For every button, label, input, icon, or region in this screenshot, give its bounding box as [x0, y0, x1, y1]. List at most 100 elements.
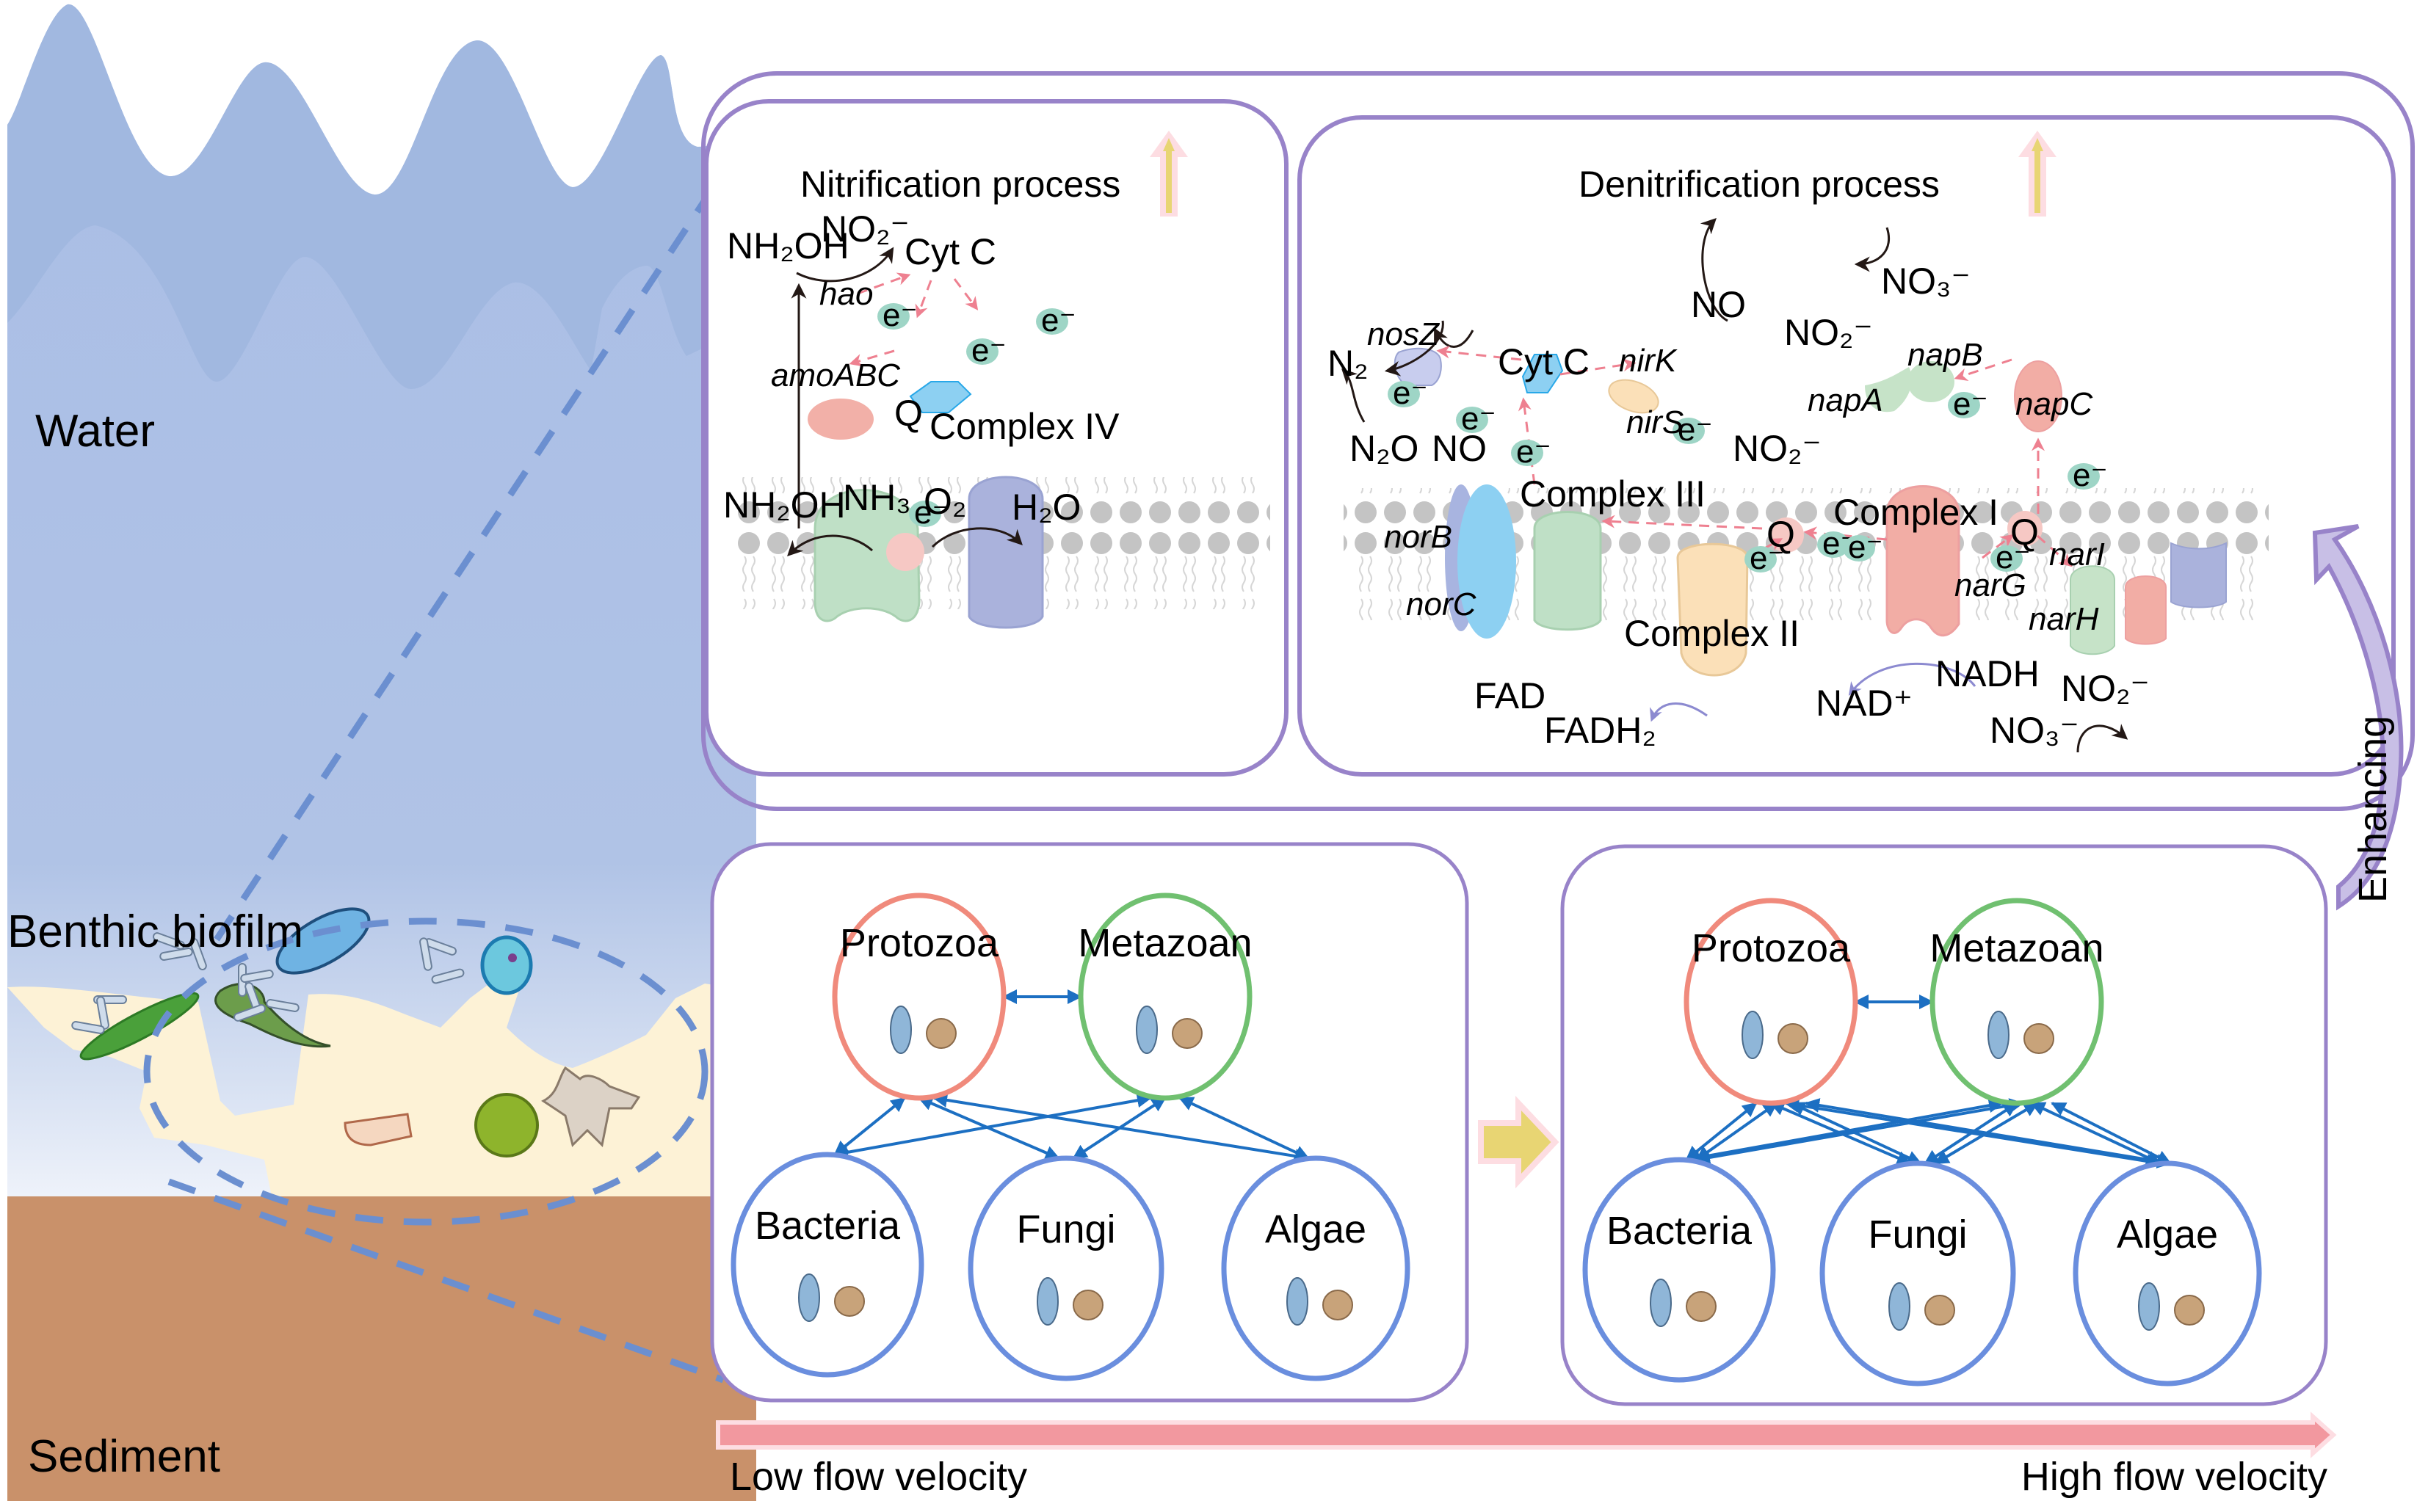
trend-up-arrow-icon [1150, 131, 1188, 217]
electron-badge: e⁻ [1036, 302, 1076, 338]
electron-badge: e⁻ [1456, 401, 1496, 437]
red-reaction-arrow [1982, 534, 2014, 559]
transition-right-arrow-icon [1478, 1095, 1559, 1189]
node-ring [731, 1152, 924, 1378]
electron-badge: e⁻ [877, 297, 918, 333]
electron-label: e⁻ [1750, 540, 1785, 576]
electron-badge: e⁻ [1843, 529, 1883, 565]
rod-bacteria-icon [71, 1021, 105, 1034]
label-q-left: Q [1766, 514, 1795, 555]
zone-label-sediment: Sediment [28, 1431, 220, 1482]
label-complex-i: Complex I [1833, 492, 1998, 533]
cytc-hexagon [1521, 354, 1564, 393]
electron-badge: e⁻ [1990, 539, 2031, 575]
red-reaction-arrow [849, 349, 895, 367]
label-nad: NAD⁺ [1816, 683, 1913, 724]
node-label: Fungi [1868, 1213, 1967, 1257]
node-algae: Algae [1221, 1155, 1410, 1381]
black-reaction-arrow [787, 534, 873, 556]
amoabc-protein [813, 489, 921, 622]
electron-label: e⁻ [1516, 434, 1551, 470]
node-label: Bacteria [755, 1204, 901, 1248]
electron-label: e⁻ [1848, 529, 1883, 565]
node-label: Algae [2117, 1213, 2218, 1257]
node-label: Algae [1265, 1207, 1366, 1251]
flow-velocity-bar [716, 1411, 2337, 1458]
node-ring [1221, 1155, 1410, 1381]
electron-label: e⁻ [1678, 412, 1713, 448]
gene-norb: norB [1384, 519, 1452, 555]
nitrification-title: Nitrification process [800, 164, 1120, 205]
rod-bacteria-icon [159, 948, 193, 961]
label-no-left: NO [1432, 428, 1487, 469]
label-nh3: NH₃ [843, 477, 911, 518]
organism-icon [926, 1018, 957, 1049]
electron-badge: e⁻ [1817, 526, 1858, 561]
lav-reaction-arrow [1848, 662, 1976, 696]
red-reaction-arrow [953, 278, 979, 310]
organism-icon [890, 1006, 912, 1054]
zoom-line-bottom [167, 1178, 725, 1384]
organism-icon [1073, 1290, 1104, 1320]
node-label: Metazoan [1078, 921, 1252, 965]
organism-icon [1742, 1011, 1764, 1059]
node-fungi: Fungi [968, 1155, 1164, 1381]
rotifer-icon [214, 983, 331, 1048]
rod-bacteria-icon [266, 999, 300, 1012]
red-reaction-arrow [1559, 358, 1637, 376]
label-no2-top: NO₂⁻ [1784, 312, 1873, 353]
gene-nosz: nosZ [1367, 316, 1441, 352]
organism-icon [1136, 1006, 1158, 1054]
paramecium-icon [275, 907, 371, 975]
label-complex-ii: Complex II [1624, 613, 1800, 654]
label-cytc: Cyt C [1498, 341, 1590, 382]
q-molecule [886, 533, 924, 571]
norc-protein [1457, 484, 1516, 639]
red-reaction-arrow [1436, 345, 1522, 361]
rod-bacteria-icon [431, 968, 465, 984]
node-protozoa: Protozoa [832, 893, 1007, 1101]
zone-label-biofilm: Benthic biofilm [7, 906, 303, 957]
label-no3-top: NO₃⁻ [1881, 261, 1971, 302]
label-n2: N₂ [1327, 343, 1369, 384]
napb-protein [1907, 361, 1954, 402]
gene-nari: narI [2049, 537, 2105, 573]
gene-amoabc: amoABC [771, 357, 901, 393]
organism-icon [1650, 1279, 1672, 1327]
nucleus-icon [508, 953, 517, 962]
electron-label: e⁻ [1041, 302, 1076, 338]
zoom-line-top [214, 170, 726, 942]
gene-nirk: nirK [1619, 343, 1678, 379]
label-fad: FAD [1474, 675, 1545, 716]
red-reaction-arrow [1601, 515, 1763, 530]
node-bacteria: Bacteria [1582, 1157, 1776, 1383]
electron-label: e⁻ [914, 495, 949, 531]
node-label: Bacteria [1606, 1209, 1753, 1253]
electron-badge: e⁻ [1673, 412, 1713, 448]
electron-badge: e⁻ [1948, 386, 1988, 422]
rod-bacteria-icon [96, 996, 109, 1030]
label-n2o: N₂O [1349, 428, 1418, 469]
hao-protein [808, 399, 874, 440]
node-label: Metazoan [1929, 926, 2103, 970]
red-reaction-arrow [2037, 534, 2073, 567]
rod-bacteria-icon [240, 970, 274, 983]
enzyme-processes-frame [701, 71, 2415, 811]
black-reaction-arrow [1341, 368, 1366, 423]
interaction-link [1178, 1097, 1310, 1160]
electron-label: e⁻ [883, 297, 918, 333]
electron-badge: e⁻ [1388, 375, 1428, 411]
interaction-link [2051, 1102, 2172, 1165]
label-q: Q [894, 393, 923, 434]
flow-label-high: High flow velocity [2021, 1455, 2327, 1499]
amoeba-icon [541, 1066, 641, 1148]
label-no2-mid: NO₂⁻ [1733, 428, 1822, 469]
enhancing-label: Enhancing [2351, 716, 2395, 903]
napa-protein [1865, 367, 1912, 412]
red-reaction-arrow [915, 280, 932, 319]
fungal-hyphae-icon [344, 1113, 413, 1146]
green-algae-colony-icon [474, 1093, 539, 1157]
node-label: Protozoa [1692, 926, 1851, 970]
biofilm-organisms [71, 907, 641, 1157]
label-h2o: H₂O [1012, 487, 1081, 528]
